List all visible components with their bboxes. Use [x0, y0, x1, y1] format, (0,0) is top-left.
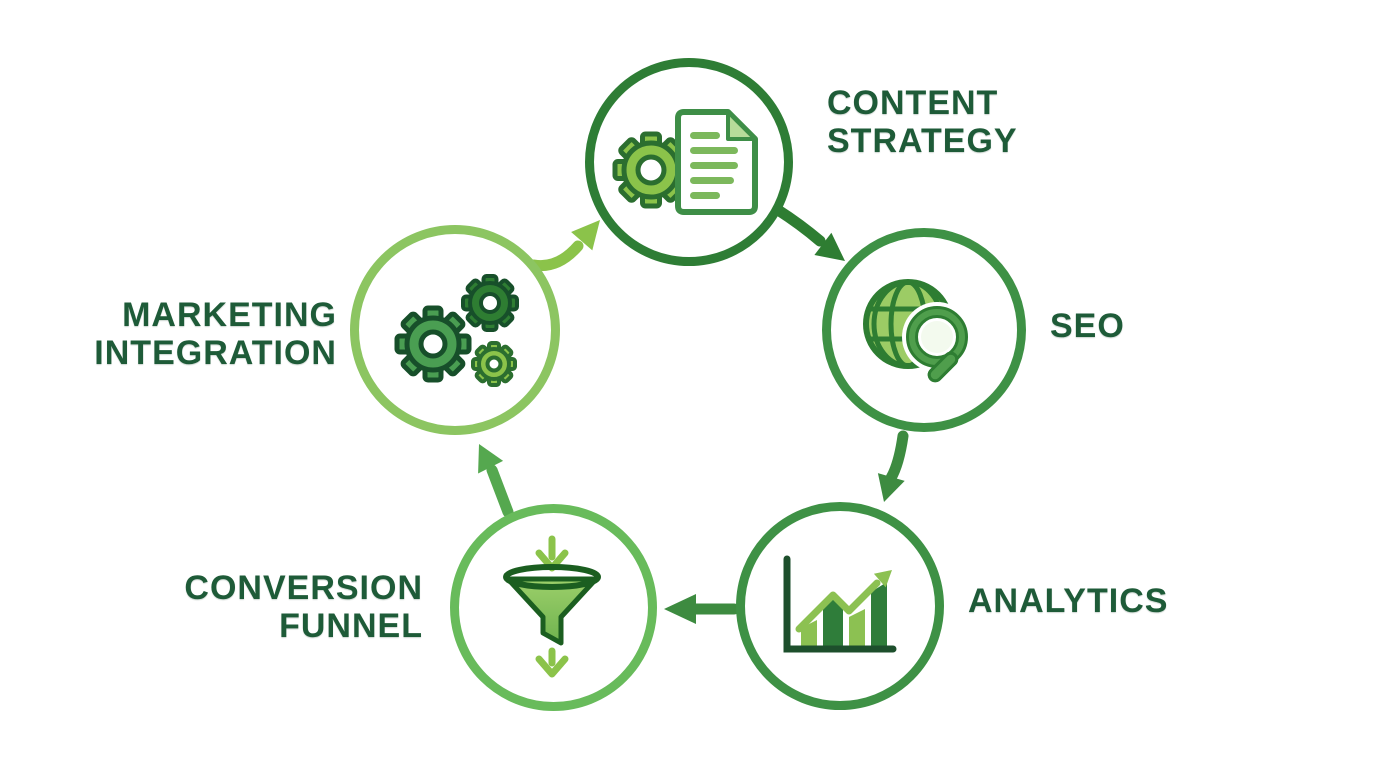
- label-content-strategy: CONTENT STRATEGY: [827, 84, 1018, 160]
- funnel-outflow-arrow-icon: [535, 647, 568, 677]
- label-line: INTEGRATION: [94, 334, 337, 372]
- label-line: STRATEGY: [827, 122, 1018, 160]
- funnel-icon: [502, 535, 601, 677]
- document-gear-icon: [612, 109, 758, 215]
- arrow-analytics-to-funnel-icon: [664, 594, 740, 624]
- arrow-funnel-to-marketing-icon: [478, 444, 514, 518]
- node-analytics: [736, 502, 944, 710]
- label-conversion-funnel: CONVERSION FUNNEL: [153, 569, 423, 645]
- label-marketing-integration: MARKETING INTEGRATION: [77, 296, 337, 372]
- gears-icon: [394, 274, 519, 387]
- arrow-seo-to-analytics-icon: [877, 430, 909, 502]
- node-marketing-integration: [350, 225, 560, 435]
- label-line: FUNNEL: [279, 607, 423, 645]
- arrow-content-to-seo-icon: [772, 204, 845, 261]
- label-line: CONVERSION: [184, 569, 423, 607]
- label-analytics: ANALYTICS: [968, 582, 1168, 620]
- globe-magnifier-icon: [863, 279, 972, 383]
- node-content-strategy: [585, 58, 793, 266]
- funnel-inflow-arrow-icon: [535, 535, 568, 571]
- label-line: ANALYTICS: [968, 582, 1169, 620]
- node-conversion-funnel: [450, 504, 657, 711]
- arrow-marketing-to-content-icon: [528, 220, 600, 272]
- label-line: CONTENT: [827, 84, 999, 122]
- label-seo: SEO: [1050, 307, 1125, 345]
- growth-chart-icon: [783, 555, 897, 652]
- label-line: MARKETING: [122, 296, 337, 334]
- node-seo: [822, 228, 1026, 432]
- label-line: SEO: [1050, 307, 1125, 345]
